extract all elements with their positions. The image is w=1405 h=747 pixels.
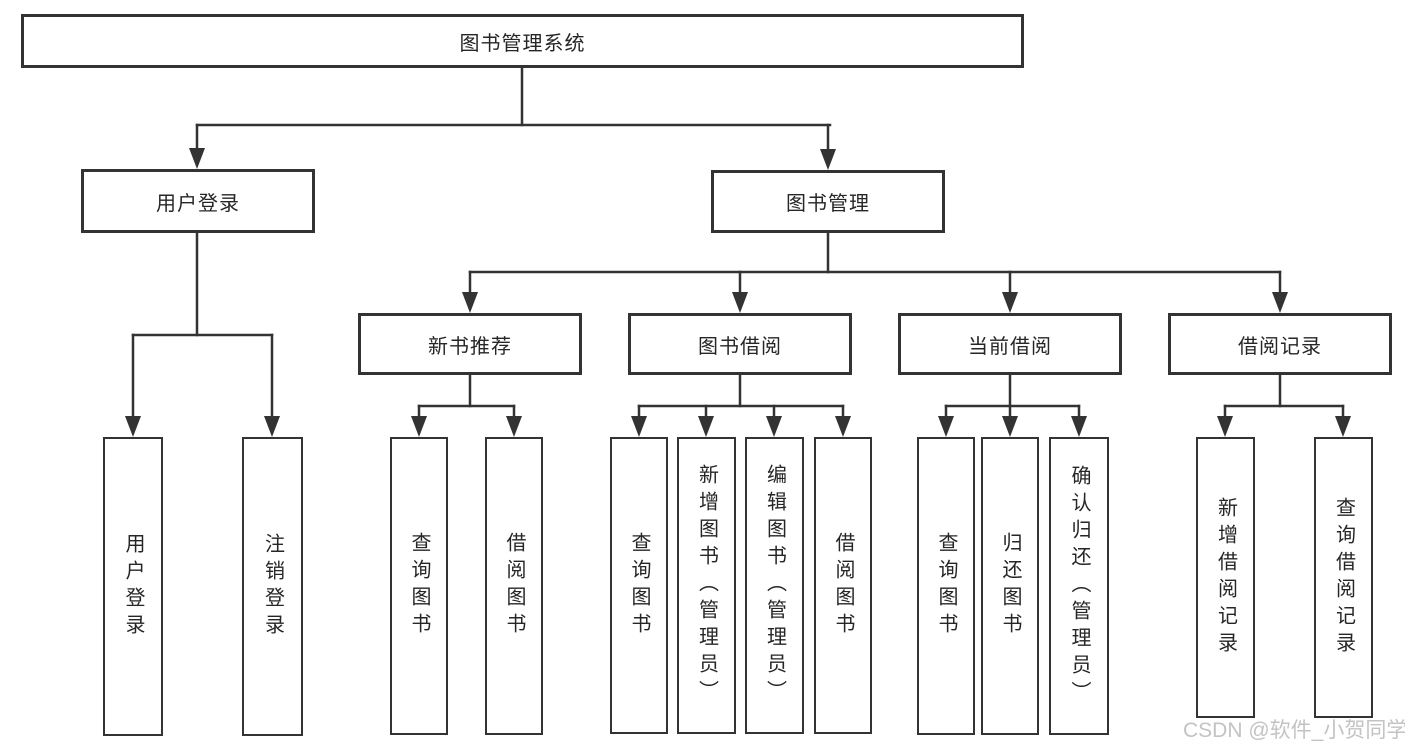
leaf-add-book-admin: 新增图书（管理员） [677,437,736,734]
node-label: 编辑图书（管理员） [763,464,786,707]
node-label: 查询图书 [408,532,430,640]
leaf-logout: 注销登录 [242,437,303,736]
node-label: 图书管理 [786,193,870,215]
csdn-watermark: CSDN @软件_小贺同学 [1183,719,1405,742]
node-book-management: 图书管理 [711,170,945,233]
node-label: 借阅图书 [832,531,854,640]
node-label: 归还图书 [999,532,1021,640]
node-label: 用户登录 [122,532,144,641]
leaf-add-borrow-record: 新增借阅记录 [1196,437,1255,718]
node-library-management-system: 图书管理系统 [21,14,1024,68]
leaf-user-login: 用户登录 [103,437,163,736]
node-label: 新增借阅记录 [1214,496,1237,659]
node-label: 查询借阅记录 [1332,496,1355,659]
node-label: 借阅记录 [1238,335,1322,358]
node-label: 用户登录 [156,192,240,215]
leaf-return-books: 归还图书 [981,437,1039,735]
node-user-login: 用户登录 [81,169,315,233]
node-book-borrow: 图书借阅 [628,313,852,375]
node-label: 新书推荐 [428,335,512,358]
leaf-query-books-borrow: 查询图书 [610,437,668,734]
node-borrow-records: 借阅记录 [1168,313,1392,375]
node-label: 新增图书（管理员） [695,464,718,707]
node-label: 当前借阅 [968,335,1052,358]
node-label: 借阅图书 [503,532,525,640]
node-label: 查询图书 [628,531,650,640]
leaf-query-books-recommend: 查询图书 [390,437,448,735]
node-label: 图书管理系统 [459,32,586,55]
leaf-edit-book-admin: 编辑图书（管理员） [745,437,804,734]
leaf-borrow-books: 借阅图书 [814,437,872,734]
leaf-query-borrow-record: 查询借阅记录 [1314,437,1373,718]
leaf-query-books-current: 查询图书 [917,437,975,735]
leaf-confirm-return-admin: 确认归还（管理员） [1049,437,1109,735]
node-current-borrow: 当前借阅 [898,313,1122,375]
node-label: 确认归还（管理员） [1068,464,1090,708]
leaf-borrow-books-recommend: 借阅图书 [485,437,543,735]
node-label: 图书借阅 [698,335,782,358]
node-label: 查询图书 [935,532,957,640]
arrowheads [125,148,1351,437]
node-new-book-recommend: 新书推荐 [358,313,582,375]
node-label: 注销登录 [261,532,284,641]
